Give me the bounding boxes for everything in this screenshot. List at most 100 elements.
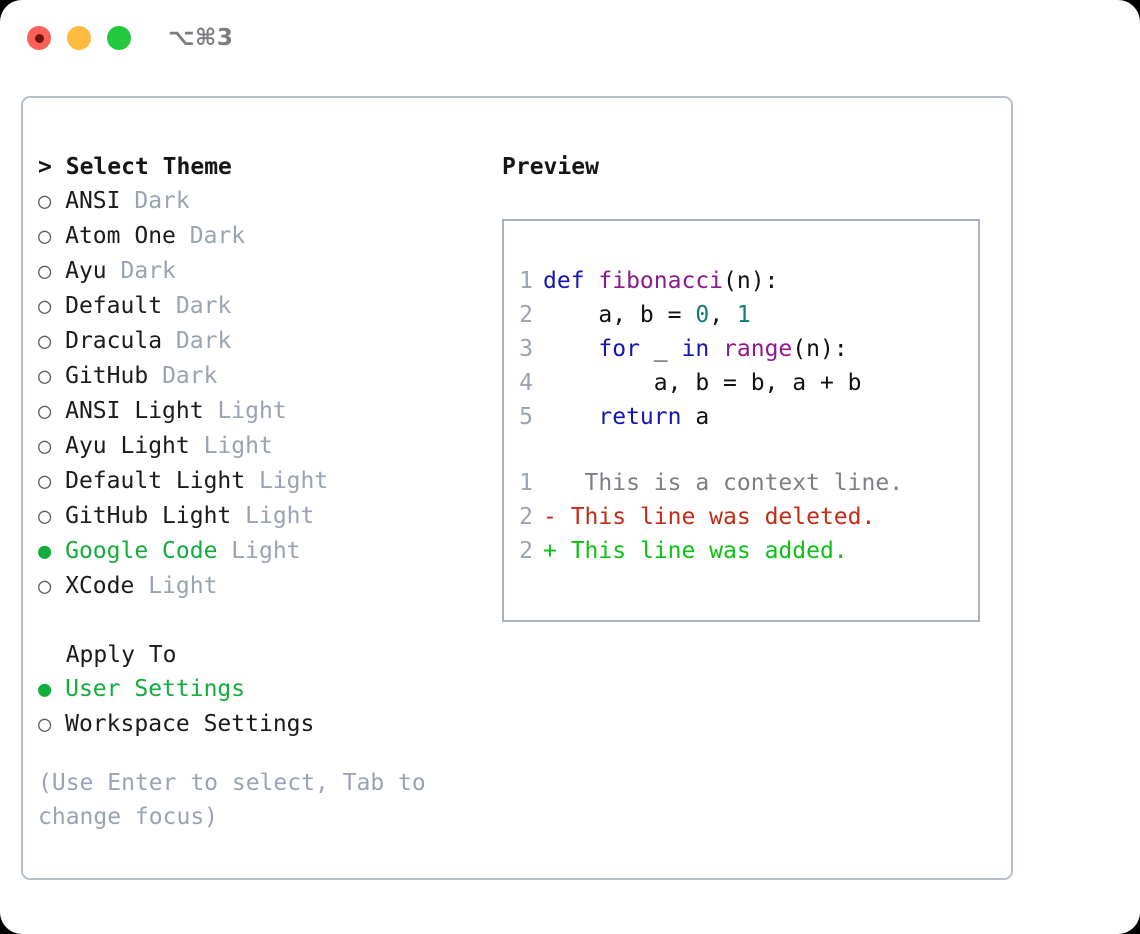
diff-marker <box>543 470 557 496</box>
theme-option-google-code[interactable]: ● Google Code Light <box>38 534 488 569</box>
diff-line-ctx: 1 This is a context line. <box>515 466 972 500</box>
theme-option-category: Dark <box>162 363 218 389</box>
theme-option-name: Atom One <box>65 223 176 249</box>
section-spacer <box>38 604 488 638</box>
diff-line-add: 2+ This line was added. <box>515 534 972 568</box>
prompt-caret-icon: > <box>38 154 52 180</box>
theme-option-name: XCode <box>65 573 135 599</box>
theme-option-category: Light <box>203 433 273 459</box>
code-token-pl: (n): <box>792 336 848 362</box>
code-line: 1 def fibonacci(n): <box>515 264 972 298</box>
maximize-window-icon[interactable] <box>107 26 131 50</box>
radio-unselected-icon: ○ <box>38 504 52 529</box>
theme-option-ayu[interactable]: ○ Ayu Dark <box>38 254 488 289</box>
radio-unselected-icon: ○ <box>38 469 52 494</box>
code-line-number: 1 <box>519 268 533 294</box>
theme-option-category: Light <box>217 398 287 424</box>
radio-selected-icon: ● <box>38 539 52 564</box>
theme-option-name: ANSI <box>65 188 121 214</box>
code-token-kw: def <box>543 268 599 294</box>
code-token-pl: , <box>709 302 737 328</box>
theme-option-name: Default <box>65 293 163 319</box>
code-line: 2 a, b = 0, 1 <box>515 298 972 332</box>
theme-option-category: Dark <box>175 328 232 354</box>
theme-option-dracula[interactable]: ○ Dracula Dark <box>38 324 488 359</box>
theme-option-xcode[interactable]: ○ XCode Light <box>38 569 488 604</box>
apply-to-header: Apply To <box>38 638 488 672</box>
diff-sample: 1 This is a context line. 2- This line wa… <box>515 466 972 568</box>
code-token-kw: for <box>598 336 640 362</box>
code-token-num: 1 <box>736 302 751 328</box>
theme-option-name: Dracula <box>65 328 163 354</box>
theme-picker-panel: > Select Theme ○ ANSI Dark○ Atom One Dar… <box>21 96 1013 880</box>
code-token-pl <box>543 404 598 430</box>
keyboard-shortcut-label: ⌥⌘3 <box>168 25 234 51</box>
theme-option-category: Light <box>231 538 301 564</box>
minimize-window-icon[interactable] <box>67 26 91 50</box>
code-line-number: 5 <box>519 404 533 430</box>
theme-option-name: Default Light <box>65 468 246 494</box>
radio-unselected-icon: ○ <box>38 399 52 424</box>
theme-option-default[interactable]: ○ Default Dark <box>38 289 488 324</box>
title-bar: ⌥⌘3 <box>0 0 1140 76</box>
code-token-pl: a, b = <box>543 302 696 328</box>
keyboard-hint-text: (Use Enter to select, Tab to change focu… <box>38 770 426 830</box>
diff-line-number: 1 <box>519 470 533 496</box>
theme-option-category: Light <box>245 503 315 529</box>
code-token-pl <box>543 336 598 362</box>
theme-option-github[interactable]: ○ GitHub Dark <box>38 359 488 394</box>
code-line: 4 a, b = b, a + b <box>515 366 972 400</box>
diff-marker: + <box>543 538 557 564</box>
code-token-pl: (n): <box>723 268 779 294</box>
apply-to-option-workspace-settings[interactable]: ○ Workspace Settings <box>38 707 488 742</box>
theme-option-name: GitHub Light <box>65 503 232 529</box>
diff-line-number: 2 <box>519 504 533 530</box>
apply-to-header-label: Apply To <box>65 642 177 668</box>
diff-line-number: 2 <box>519 538 533 564</box>
apply-to-options: ● User Settings○ Workspace Settings <box>38 672 488 742</box>
theme-option-ansi-light[interactable]: ○ ANSI Light Light <box>38 394 488 429</box>
apply-to-option-label: Workspace Settings <box>65 711 315 737</box>
code-token-fn: fibonacci <box>598 268 724 294</box>
theme-option-name: ANSI Light <box>65 398 204 424</box>
apply-to-option-label: User Settings <box>65 676 246 702</box>
radio-unselected-icon: ○ <box>38 574 52 599</box>
theme-list-header-label: Select Theme <box>65 154 232 180</box>
code-token-num: 0 <box>695 302 710 328</box>
code-token-pl: a <box>681 404 710 430</box>
theme-option-ansi[interactable]: ○ ANSI Dark <box>38 184 488 219</box>
code-token-pl: a, b = b, a + b <box>543 370 862 396</box>
radio-selected-icon: ● <box>38 677 52 702</box>
close-window-icon[interactable] <box>27 26 51 50</box>
theme-list: ○ ANSI Dark○ Atom One Dark○ Ayu Dark○ De… <box>38 184 488 604</box>
theme-option-atom-one[interactable]: ○ Atom One Dark <box>38 219 488 254</box>
radio-unselected-icon: ○ <box>38 189 52 214</box>
diff-text: This is a context line. <box>556 470 904 496</box>
theme-list-header: > Select Theme <box>38 150 488 184</box>
apply-to-option-user-settings[interactable]: ● User Settings <box>38 672 488 707</box>
traffic-lights <box>27 26 131 50</box>
theme-option-github-light[interactable]: ○ GitHub Light Light <box>38 499 488 534</box>
theme-option-category: Dark <box>175 293 232 319</box>
theme-option-ayu-light[interactable]: ○ Ayu Light Light <box>38 429 488 464</box>
radio-unselected-icon: ○ <box>38 329 52 354</box>
theme-option-category: Dark <box>134 188 190 214</box>
theme-option-category: Dark <box>120 258 176 284</box>
preview-title: Preview <box>502 154 599 180</box>
theme-option-category: Dark <box>189 223 246 249</box>
radio-unselected-icon: ○ <box>38 224 52 249</box>
diff-marker: - <box>543 504 557 530</box>
code-line-number: 3 <box>519 336 533 362</box>
diff-text: This line was deleted. <box>556 504 876 530</box>
radio-unselected-icon: ○ <box>38 364 52 389</box>
theme-option-default-light[interactable]: ○ Default Light Light <box>38 464 488 499</box>
radio-unselected-icon: ○ <box>38 294 52 319</box>
theme-option-name: Ayu <box>65 258 107 284</box>
code-token-kw: in <box>681 336 710 362</box>
radio-unselected-icon: ○ <box>38 259 52 284</box>
theme-option-name: Google Code <box>65 538 218 564</box>
